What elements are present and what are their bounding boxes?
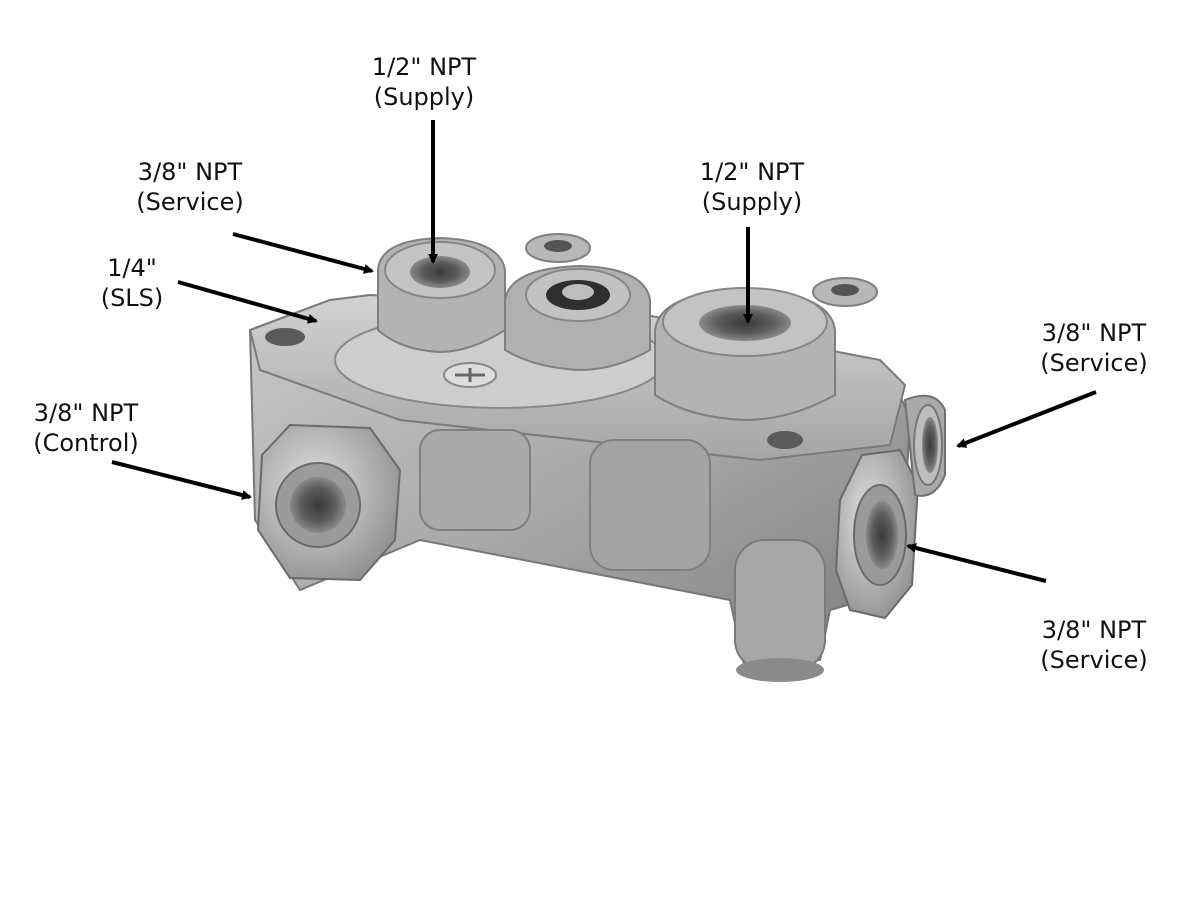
arrow-service-right-upper [956,390,1097,448]
callout-role: (SLS) [100,284,164,312]
callout-role: (Service) [1040,349,1148,377]
callout-service-right-upper: 3/8" NPT (Service) [1026,318,1162,378]
arrow-service-top-left [232,232,374,274]
service-port-fitting-icon [834,448,920,620]
callout-size: 1/4" [107,254,157,282]
control-port-fitting-icon [256,423,402,582]
callout-supply-right: 1/2" NPT (Supply) [680,157,824,217]
callout-role: (Supply) [701,188,803,216]
service-port-side-icon [903,394,946,497]
supply-port-right-icon [654,287,836,422]
callout-arrows [111,120,1097,583]
arrow-service-right-lower [906,543,1047,583]
exhaust-cap-icon [504,264,651,372]
callout-control: 3/8" NPT (Control) [16,398,156,458]
callout-size: 3/8" NPT [1041,616,1147,644]
callout-size: 1/2" NPT [371,53,477,81]
callout-role: (Control) [33,429,139,457]
callout-size: 3/8" NPT [33,399,139,427]
callout-role: (Service) [1040,646,1148,674]
callout-service-top-left: 3/8" NPT (Service) [120,157,260,217]
callout-size: 3/8" NPT [1041,319,1147,347]
callout-role: (Service) [136,188,244,216]
callout-size: 1/2" NPT [699,158,805,186]
callout-sls: 1/4" (SLS) [90,253,174,313]
callout-role: (Supply) [373,83,475,111]
callout-supply-left: 1/2" NPT (Supply) [352,52,496,112]
callout-size: 3/8" NPT [137,158,243,186]
arrow-control [111,460,252,500]
supply-port-left-icon [377,236,506,354]
arrow-sls [177,280,318,324]
callout-service-right-lower: 3/8" NPT (Service) [1026,615,1162,675]
